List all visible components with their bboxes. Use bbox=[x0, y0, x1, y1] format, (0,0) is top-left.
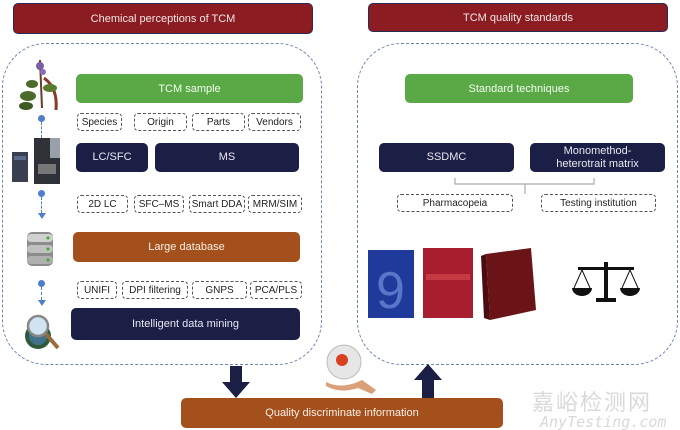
flow-arrowhead-icon bbox=[38, 300, 46, 306]
scales-of-justice-icon bbox=[572, 262, 640, 302]
tag-unifi: UNIFI bbox=[77, 281, 117, 299]
flow-line bbox=[41, 287, 42, 300]
tag-dpi-filtering: DPI filtering bbox=[122, 281, 188, 299]
intelligent-data-mining-box: Intelligent data mining bbox=[71, 308, 300, 340]
standard-techniques-box: Standard techniques bbox=[405, 74, 633, 103]
flow-dot bbox=[38, 190, 45, 197]
tag-sfc-ms: SFC–MS bbox=[134, 195, 184, 213]
tag-gnps: GNPS bbox=[192, 281, 247, 299]
flow-dot bbox=[38, 115, 45, 122]
ssdmc-box: SSDMC bbox=[379, 143, 514, 172]
tag-parts: Parts bbox=[192, 113, 245, 131]
svg-text:9: 9 bbox=[376, 262, 405, 320]
herb-plant-icon bbox=[19, 59, 58, 111]
tag-2d-lc: 2D LC bbox=[77, 195, 128, 213]
lc-ms-instrument-icon bbox=[12, 138, 60, 184]
right-header: TCM quality standards bbox=[368, 3, 668, 32]
tag-species: Species bbox=[77, 113, 122, 131]
flow-arrowhead-icon bbox=[38, 213, 46, 219]
database-icon bbox=[27, 232, 53, 266]
tag-testing-institution: Testing institution bbox=[541, 194, 656, 212]
arrow-down-icon bbox=[222, 366, 250, 398]
monomethod-heterotrait-matrix-box: Monomethod-heterotrait matrix bbox=[530, 143, 665, 172]
info-globe-in-hand-icon bbox=[326, 344, 376, 394]
watermark-en: AnyTesting.com bbox=[540, 413, 667, 430]
quality-discriminate-information-box: Quality discriminate information bbox=[181, 398, 503, 428]
tag-vendors: Vendors bbox=[248, 113, 301, 131]
flow-line bbox=[41, 197, 42, 213]
left-header: Chemical perceptions of TCM bbox=[13, 3, 313, 34]
lc-sfc-box: LC/SFC bbox=[76, 143, 148, 172]
right-container bbox=[357, 43, 678, 365]
tag-pca-pls: PCA/PLS bbox=[250, 281, 302, 299]
tag-pharmacopeia: Pharmacopeia bbox=[397, 194, 513, 212]
tag-smart-dda: Smart DDA bbox=[189, 195, 245, 213]
tag-mrm-sim: MRM/SIM bbox=[248, 195, 302, 213]
pharmacopoeia-books-image: 9 bbox=[368, 248, 536, 320]
magnifier-globe-icon bbox=[25, 314, 60, 350]
ms-box: MS bbox=[155, 143, 299, 172]
left-container bbox=[2, 43, 322, 365]
tag-origin: Origin bbox=[134, 113, 187, 131]
large-database-box: Large database bbox=[73, 232, 300, 262]
watermark-cn: 嘉峪检测网 bbox=[532, 390, 653, 415]
bracket-connector bbox=[454, 178, 595, 194]
arrow-up-icon bbox=[414, 364, 442, 398]
tcm-sample-box: TCM sample bbox=[76, 74, 303, 103]
flow-dot bbox=[38, 280, 45, 287]
flow-line bbox=[41, 122, 42, 138]
